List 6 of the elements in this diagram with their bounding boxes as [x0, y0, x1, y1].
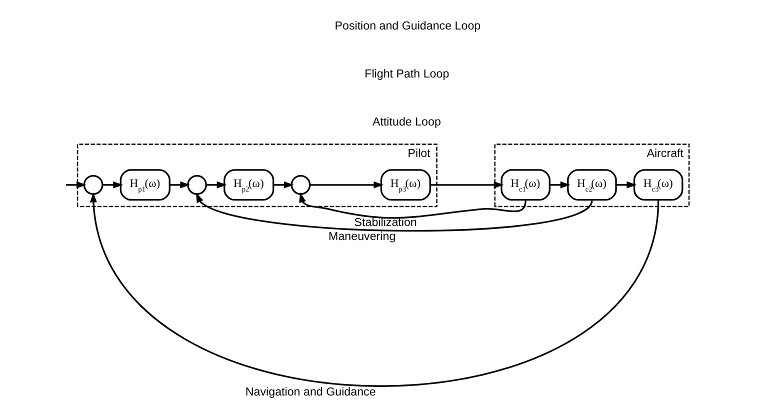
label: Position and Guidance Loop [334, 19, 481, 32]
label: Flight Path Loop [364, 68, 450, 81]
label: Attitude Loop [372, 116, 441, 129]
edge-label: Maneuvering [328, 230, 396, 243]
edge-label: Navigation and Guidance [245, 385, 376, 398]
edge-label: Stabilization [354, 216, 417, 230]
